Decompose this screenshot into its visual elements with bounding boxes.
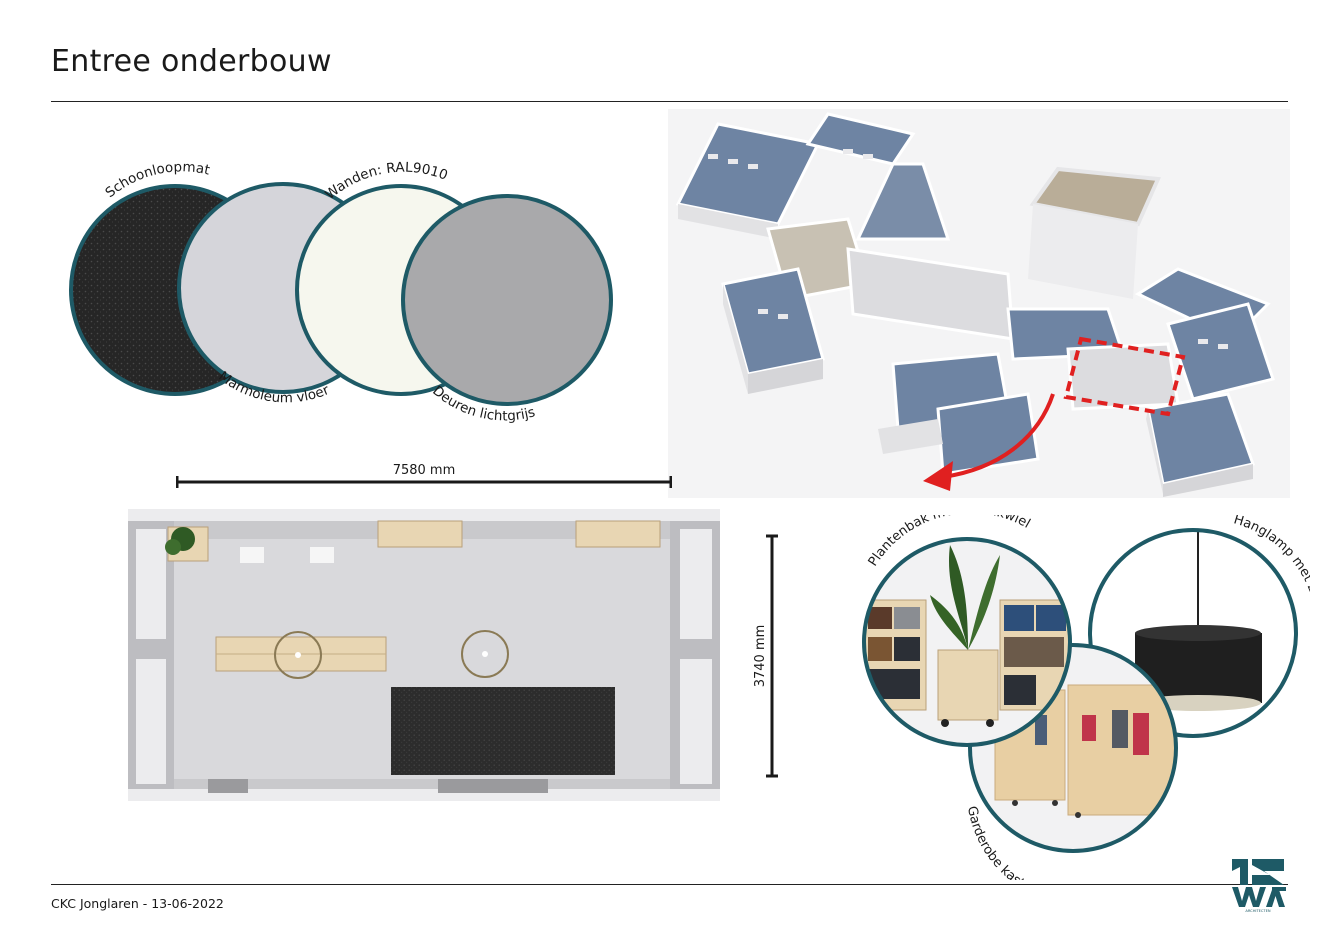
logo-caption: ARCHITECTEN — [1245, 909, 1270, 913]
dimension-width: 7580 mm — [175, 460, 673, 490]
lamp-circle — [1088, 528, 1298, 738]
footer-divider — [51, 884, 1288, 885]
furniture-circles: Plantenbak met zwenkwiel Hanglamp met zw… — [862, 502, 1326, 909]
footer-text: CKC Jonglaren - 13-06-2022 — [51, 896, 224, 911]
header-divider — [51, 101, 1288, 102]
material-swatches: Schoonloopmat Marmoleum vloer Wanden: RA… — [60, 159, 630, 424]
dimension-width-label: 7580 mm — [393, 463, 456, 478]
dimension-depth-label: 3740 mm — [753, 625, 768, 688]
swatch-doors — [401, 194, 613, 406]
plan-entrance-mat — [391, 687, 615, 775]
wardrobe-circle — [968, 643, 1178, 853]
page-title: Entree onderbouw — [51, 44, 332, 79]
furniture-references: Plantenbak met zwenkwiel Hanglamp met zw… — [850, 502, 1326, 909]
building-drawing — [668, 109, 1290, 498]
planter-circle — [862, 537, 1072, 747]
dimension-depth: 3740 mm — [750, 534, 790, 778]
company-logo: ARCHITECTEN — [1228, 857, 1288, 913]
swatch-circles: Schoonloopmat Marmoleum vloer Wanden: RA… — [69, 159, 613, 424]
floor-plan-drawing — [128, 509, 720, 801]
logo-mark: ARCHITECTEN — [1232, 859, 1286, 913]
floor-plan — [128, 509, 720, 801]
entrance-highlight — [1063, 336, 1186, 417]
building-axonometric — [668, 109, 1290, 498]
